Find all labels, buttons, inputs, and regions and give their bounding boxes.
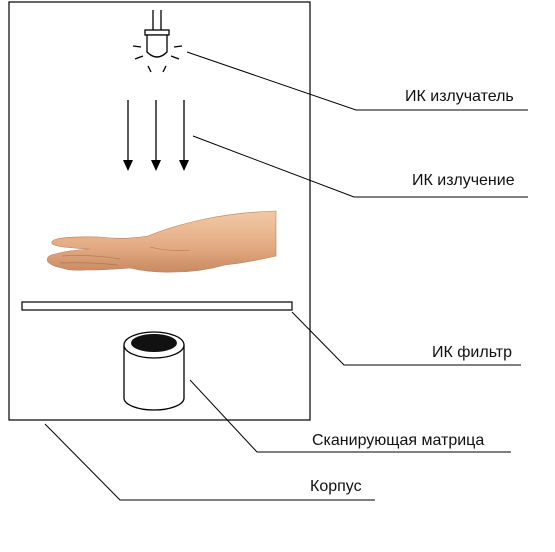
- ir-radiation-arrows: [123, 100, 189, 171]
- leader-lines: [44, 51, 528, 501]
- label-ir-radiation: ИК излучение: [412, 172, 515, 189]
- cylinder-sensor-icon: [123, 331, 185, 411]
- label-ir-filter: ИК фильтр: [432, 344, 513, 361]
- label-housing: Корпус: [310, 478, 362, 495]
- ir-filter-plate: [21, 301, 293, 311]
- leader-ir-emitter: [186, 51, 528, 111]
- label-scanning-matrix: Сканирующая матрица: [312, 432, 485, 449]
- housing-box: [8, 1, 311, 421]
- leader-housing: [44, 423, 375, 501]
- led-bulb-icon: [132, 10, 183, 73]
- leader-ir-filter: [291, 311, 521, 366]
- leader-ir-radiation: [192, 135, 528, 198]
- hand-icon: [47, 210, 277, 273]
- leader-scanning-matrix: [189, 379, 511, 453]
- label-ir-emitter: ИК излучатель: [405, 88, 514, 105]
